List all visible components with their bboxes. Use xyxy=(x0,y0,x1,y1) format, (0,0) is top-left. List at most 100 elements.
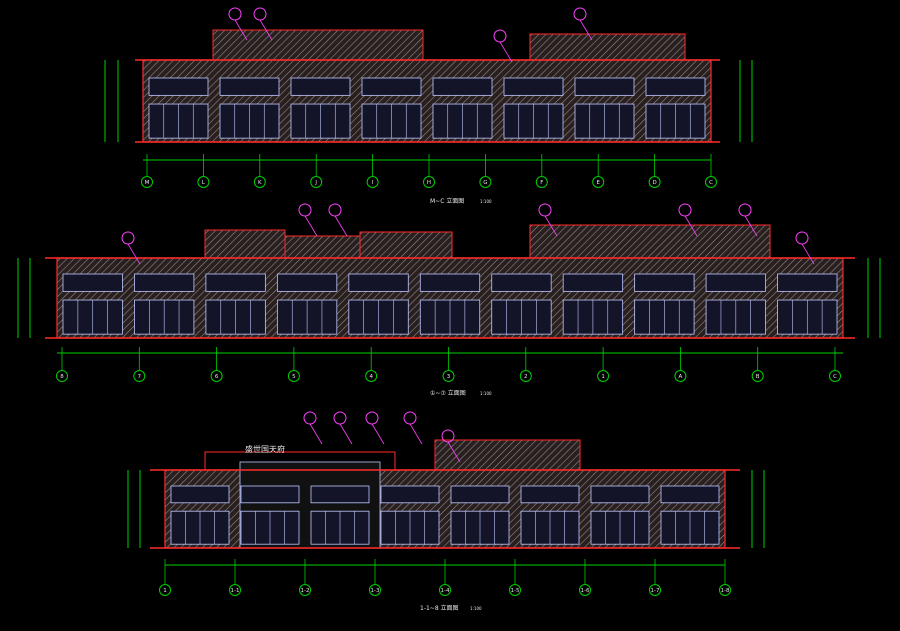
axis-label: B xyxy=(756,374,760,380)
upper-window xyxy=(205,273,266,292)
axis-marker xyxy=(253,176,266,188)
axis-label: 4 xyxy=(369,374,373,380)
leader-line xyxy=(544,215,558,237)
axis-label: 1 xyxy=(601,374,605,380)
building-signage: 盛世国天府 xyxy=(245,444,285,454)
detail-callout xyxy=(795,231,809,245)
axis-label: J xyxy=(314,180,317,186)
detail-callout xyxy=(441,429,455,443)
axis-label: E xyxy=(596,180,600,186)
upper-window xyxy=(450,485,510,504)
axis-label: 6 xyxy=(215,374,219,380)
axis-label: 1-2 xyxy=(301,588,310,594)
leader-line xyxy=(579,19,593,41)
axis-label: K xyxy=(258,180,262,186)
upper-window xyxy=(290,77,351,96)
upper-window xyxy=(276,273,338,292)
leader-line xyxy=(744,215,758,237)
detail-callout xyxy=(303,411,317,425)
axis-marker xyxy=(365,370,378,382)
axis-marker xyxy=(133,370,146,382)
axis-label: 1 xyxy=(163,588,167,594)
axis-label: H xyxy=(427,180,431,186)
axis-marker xyxy=(751,370,764,382)
detail-callout xyxy=(253,7,267,21)
detail-callout xyxy=(121,231,135,245)
upper-window xyxy=(170,485,230,504)
elevation-bottom-title: 1-1~8 立面图 xyxy=(420,604,459,612)
axis-marker xyxy=(210,370,223,382)
upper-window xyxy=(219,77,280,96)
axis-marker xyxy=(519,370,532,382)
upper-window xyxy=(645,77,706,96)
detail-callout xyxy=(333,411,347,425)
axis-label: C xyxy=(709,180,713,186)
upper-window xyxy=(634,273,695,292)
axis-marker xyxy=(287,370,300,382)
upper-window xyxy=(419,273,481,292)
leader-line xyxy=(334,215,348,237)
axis-label: 1-4 xyxy=(441,588,450,594)
axis-label: G xyxy=(483,180,487,186)
axis-marker xyxy=(649,584,661,596)
upper-window xyxy=(777,273,838,292)
leader-line xyxy=(339,423,353,445)
axis-marker xyxy=(719,584,731,596)
axis-marker xyxy=(310,176,323,188)
axis-marker xyxy=(197,176,210,188)
axis-marker xyxy=(423,176,435,188)
elevation-top-title: M~C 立面图 xyxy=(430,197,464,205)
detail-callout xyxy=(538,203,552,217)
upper-window xyxy=(240,485,300,504)
axis-marker xyxy=(597,370,610,382)
axis-label: 1-8 xyxy=(721,588,730,594)
axis-label: M xyxy=(145,180,150,186)
detail-callout xyxy=(365,411,379,425)
leader-line xyxy=(499,41,513,63)
upper-window xyxy=(491,273,552,292)
upper-window xyxy=(380,485,440,504)
upper-window xyxy=(62,273,123,292)
axis-marker xyxy=(159,584,171,596)
axis-marker xyxy=(648,176,661,188)
axis-marker xyxy=(56,370,68,382)
axis-marker xyxy=(479,176,492,188)
upper-window xyxy=(562,273,624,292)
leader-line xyxy=(309,423,323,445)
axis-marker xyxy=(579,584,591,596)
axis-label: D xyxy=(652,180,656,186)
upper-window xyxy=(361,77,422,96)
upper-window xyxy=(503,77,564,96)
axis-marker xyxy=(674,370,687,382)
detail-callout xyxy=(228,7,242,21)
axis-marker xyxy=(366,176,379,188)
upper-window xyxy=(520,485,580,504)
axis-label: C xyxy=(833,374,837,380)
axis-label: F xyxy=(540,180,543,186)
upper-window xyxy=(134,273,195,292)
axis-label: 1-5 xyxy=(511,588,520,594)
leader-line xyxy=(234,19,248,41)
axis-marker xyxy=(535,176,548,188)
axis-label: I xyxy=(372,180,374,186)
axis-marker xyxy=(705,176,717,188)
axis-label: 3 xyxy=(447,374,451,380)
axis-marker xyxy=(509,584,521,596)
detail-callout xyxy=(493,29,507,43)
leader-line xyxy=(304,215,318,237)
leader-line xyxy=(801,243,815,265)
detail-callout xyxy=(328,203,342,217)
upper-window xyxy=(590,485,650,504)
elevation-middle-scale: 1:100 xyxy=(480,391,492,396)
axis-marker xyxy=(439,584,451,596)
upper-window xyxy=(705,273,766,292)
axis-label: 1-6 xyxy=(581,588,590,594)
axis-marker xyxy=(229,584,241,596)
elevation-middle-title: ①~⑦ 立面图 xyxy=(430,389,466,397)
leader-line xyxy=(409,423,423,445)
upper-window xyxy=(432,77,493,96)
